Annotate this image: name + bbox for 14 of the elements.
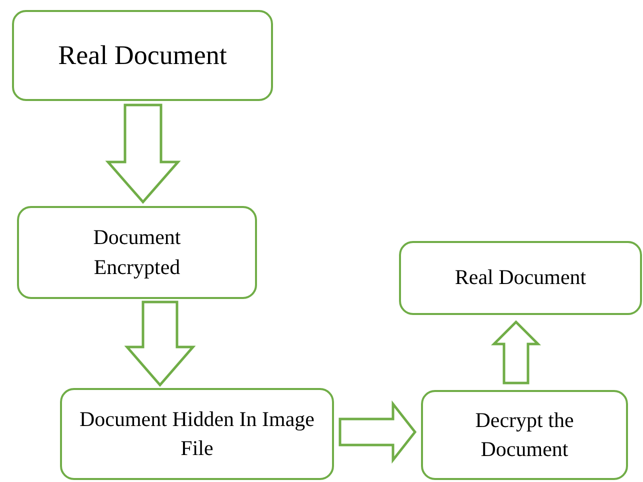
process-box — [12, 10, 273, 101]
block-arrow — [105, 104, 181, 204]
block-arrow — [338, 400, 417, 464]
process-box — [17, 206, 257, 299]
process-box — [60, 388, 334, 480]
block-arrow — [124, 300, 196, 387]
process-box — [399, 241, 642, 315]
block-arrow — [490, 320, 542, 384]
box-label: Real Document — [58, 38, 227, 72]
box-label: Document Encrypted — [92, 224, 182, 280]
box-label: Document Hidden In Image File — [78, 406, 316, 462]
box-label: Real Document — [454, 264, 586, 292]
box-label: Decrypt the Document — [474, 406, 575, 463]
process-box — [421, 390, 628, 480]
